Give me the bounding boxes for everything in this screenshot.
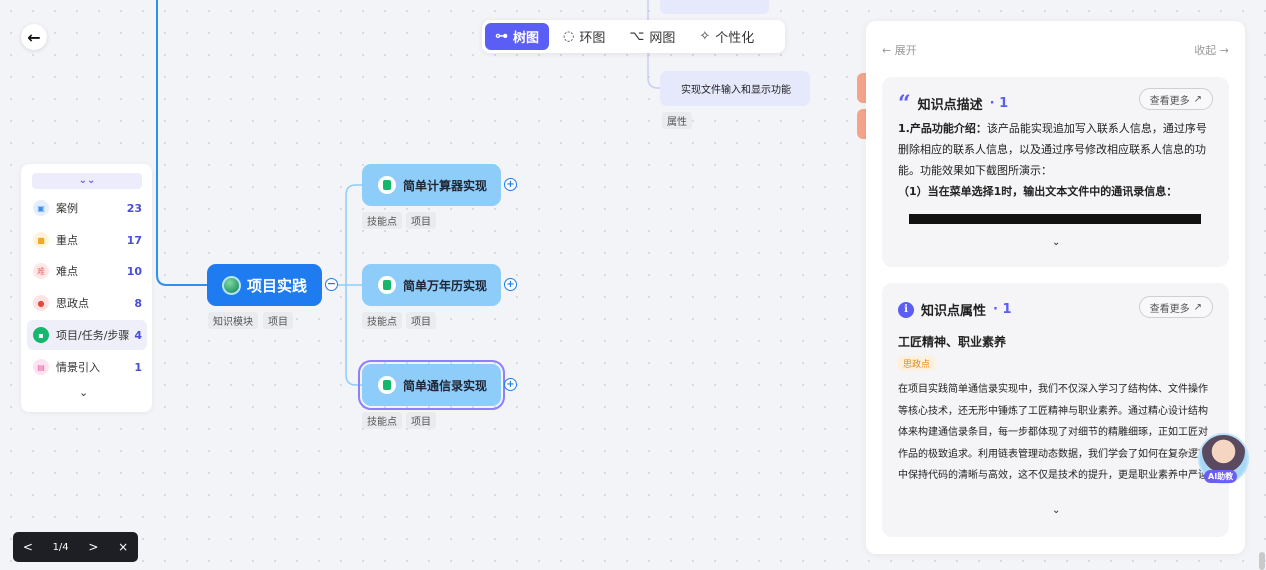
mindmap-child-node[interactable]: 简单万年历实现 (362, 264, 501, 306)
description-card: “ 知识点描述 · 1 查看更多 ↗ 1.产品功能介绍：该产品能实现追加写入联系… (882, 77, 1229, 267)
legend-item-case[interactable]: ▣ 案例 23 (27, 193, 147, 223)
back-button[interactable]: ← (21, 24, 47, 50)
property-title: 工匠精神、职业素养 (898, 335, 1007, 349)
magic-wand-icon: ✧ (699, 29, 711, 44)
difficulty-icon: 难 (33, 263, 49, 279)
arrow-left-icon: ← (27, 27, 41, 47)
tab-ring-view[interactable]: ◌ 环图 (563, 29, 606, 46)
legend-collapse-button[interactable]: ⌄⌄ (32, 173, 142, 189)
page-indicator: 1/4 (52, 541, 69, 553)
external-link-icon: ↗ (1193, 93, 1202, 105)
legend-item-scenario[interactable]: ▤ 情景引入 1 (27, 352, 147, 382)
node-tag: 属性 (662, 112, 692, 129)
card-title: “ 知识点描述 · 1 (898, 90, 1009, 117)
node-tag: 项目 (406, 312, 436, 329)
scenario-icon: ▤ (33, 359, 49, 375)
property-tag: 思政点 (898, 356, 936, 371)
mindmap-node-partial[interactable] (660, 0, 769, 14)
globe-icon (221, 275, 241, 295)
network-view-icon: ⌥ (629, 29, 645, 44)
mindmap-child-node[interactable]: 简单计算器实现 (362, 164, 501, 206)
collapse-node-button[interactable]: − (325, 277, 338, 291)
view-more-button[interactable]: 查看更多 ↗ (1138, 88, 1213, 110)
node-tag: 技能点 (362, 312, 402, 329)
node-tag: 项目 (406, 212, 436, 229)
clipboard-icon (378, 176, 396, 194)
case-icon: ▣ (33, 200, 49, 216)
expand-card-button[interactable]: ⌄ (1052, 505, 1060, 516)
card-title: i 知识点属性 · 1 (898, 300, 1012, 319)
node-tag: 项目 (406, 412, 436, 429)
node-tag: 技能点 (362, 212, 402, 229)
chevron-down-icon: ⌄ (1052, 237, 1061, 248)
pager: < 1/4 > × (13, 532, 138, 562)
collapse-panel-button[interactable]: 收起 → (1194, 44, 1229, 57)
properties-card: i 知识点属性 · 1 查看更多 ↗ 工匠精神、职业素养 思政点 在项目实践简单… (882, 283, 1229, 537)
chevron-down-icon: ⌄ (79, 386, 89, 399)
legend-item-ideology[interactable]: ● 思政点 8 (27, 288, 147, 318)
side-tab[interactable] (857, 73, 867, 103)
ring-view-icon: ◌ (563, 29, 575, 44)
view-more-button[interactable]: 查看更多 ↗ (1138, 296, 1213, 318)
expand-node-button[interactable]: + (504, 278, 517, 291)
tab-personalize-view[interactable]: ✧ 个性化 (699, 29, 755, 46)
node-tag: 项目 (263, 312, 293, 329)
legend-item-key-point[interactable]: ■ 重点 17 (27, 225, 147, 255)
node-tag: 知识模块 (208, 312, 258, 329)
legend-item-project[interactable]: ▪ 项目/任务/步骤 4 (27, 320, 147, 350)
external-link-icon: ↗ (1193, 301, 1202, 313)
legend-more-button[interactable]: ⌄ (79, 386, 88, 399)
legend-item-difficulty[interactable]: 难 难点 10 (27, 256, 147, 286)
mindmap-child-node-selected[interactable]: 简单通信录实现 (358, 360, 505, 410)
ai-assistant-label[interactable]: AI助教 (1204, 470, 1238, 483)
info-icon: i (898, 301, 914, 318)
mindmap-root-node[interactable]: 项目实践 (207, 264, 322, 306)
scrollbar[interactable] (1259, 552, 1265, 570)
expand-node-button[interactable]: + (504, 378, 517, 391)
view-switch-toolbar: ⊶ 树图 ◌ 环图 ⌥ 网图 ✧ 个性化 (482, 20, 785, 53)
project-icon: ▪ (33, 327, 49, 343)
prev-page-button[interactable]: < (22, 540, 33, 554)
clipboard-icon (378, 376, 396, 394)
next-page-button[interactable]: > (88, 540, 99, 554)
chevron-down-icon: ⌄ (1052, 505, 1061, 516)
legend-panel: ⌄⌄ ▣ 案例 23 ■ 重点 17 难 难点 10 ● 思政点 8 ▪ 项目/… (21, 164, 152, 412)
description-text: 1.产品功能介绍：该产品能实现追加写入联系人信息，通过序号删除相应的联系人信息，… (898, 122, 1207, 198)
expand-node-button[interactable]: + (504, 178, 517, 191)
side-tab[interactable] (857, 109, 867, 139)
panel-header: ← 展开 收起 → (882, 42, 1229, 58)
ideology-icon: ● (33, 295, 49, 311)
double-chevron-down-icon: ⌄⌄ (78, 175, 96, 186)
key-point-icon: ■ (33, 232, 49, 248)
expand-panel-button[interactable]: ← 展开 (882, 44, 917, 57)
node-tag: 技能点 (362, 412, 402, 429)
clipboard-icon (378, 276, 396, 294)
quote-icon: “ (898, 90, 911, 117)
screenshot-preview (909, 214, 1201, 224)
expand-card-button[interactable]: ⌄ (1052, 237, 1060, 248)
property-text: 在项目实践简单通信录实现中，我们不仅深入学习了结构体、文件操作等核心技术，还无形… (898, 384, 1208, 481)
knowledge-detail-panel: ← 展开 收起 → “ 知识点描述 · 1 查看更多 ↗ 1.产品功能介绍：该产… (866, 21, 1245, 554)
mindmap-node-file-io[interactable]: 实现文件输入和显示功能 (660, 71, 810, 106)
tab-tree-view[interactable]: ⊶ 树图 (485, 23, 550, 50)
close-button[interactable]: × (118, 540, 129, 554)
tree-view-icon: ⊶ (495, 29, 508, 44)
tab-network-view[interactable]: ⌥ 网图 (629, 29, 676, 46)
